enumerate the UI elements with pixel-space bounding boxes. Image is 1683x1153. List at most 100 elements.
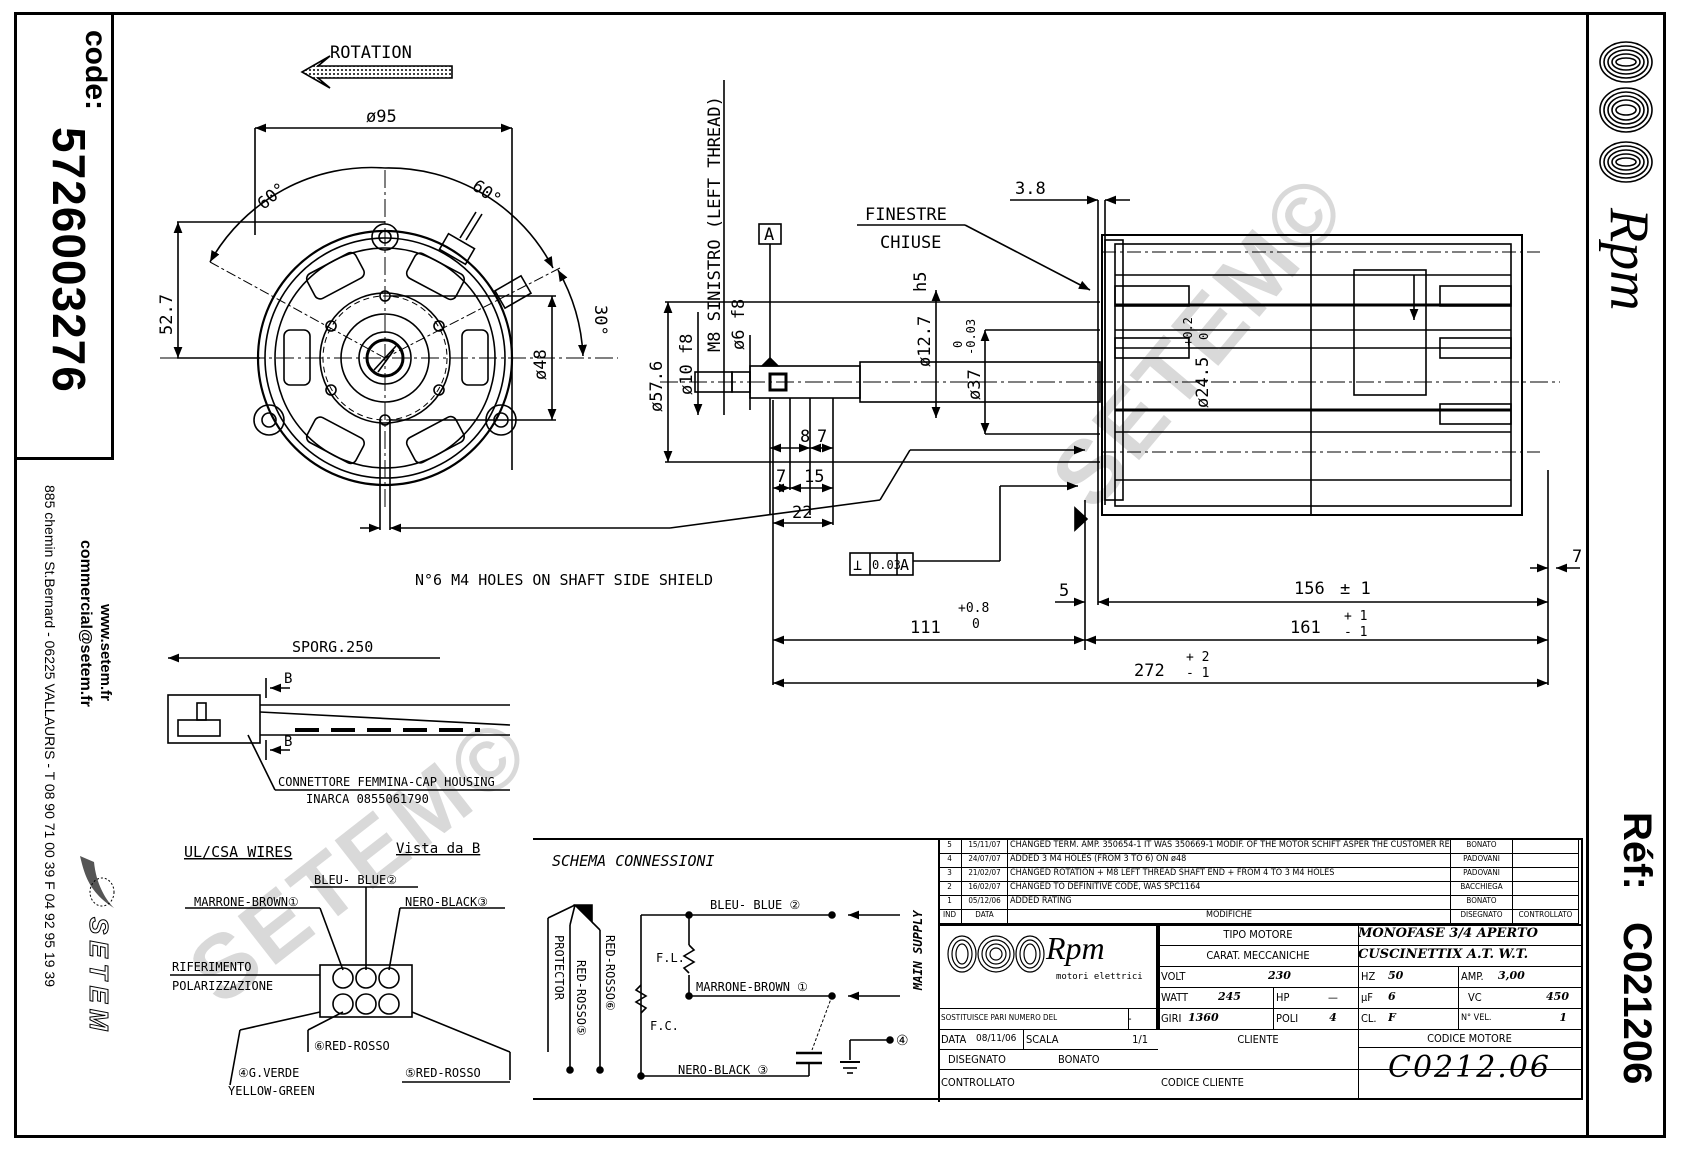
revision-cell-disegnato: BONATO [1451, 896, 1513, 910]
tol-111-top: +0.8 [958, 601, 989, 616]
wire-blue: BLEU- BLUE② [314, 873, 397, 887]
rotation-label: ROTATION [330, 43, 412, 63]
grid-line [938, 924, 1581, 926]
tol-111-bottom: 0 [972, 617, 980, 632]
revision-cell-controllato [1513, 882, 1579, 896]
drawing-frame [14, 12, 1666, 1138]
schema-red6: RED-ROSSO⑥ [603, 935, 617, 1011]
h5-label: h5 [911, 272, 931, 292]
connector-note-2: INARCA 0855061790 [306, 792, 429, 806]
tol-24-5-top: +0.2 [1181, 317, 1195, 346]
grid-line [1458, 966, 1459, 1029]
tipo-value: MONOFASE 3/4 APERTO [1358, 926, 1539, 941]
thread-note: M8 SINISTRO (LEFT THREAD) [705, 96, 725, 352]
wire-brown: MARRONE-BROWN① [194, 895, 299, 909]
grid-line [1358, 1047, 1581, 1048]
schema-earth: ④ [896, 1033, 909, 1049]
wire-red5: ⑤RED-ROSSO [405, 1066, 481, 1080]
disegnato-value: BONATO [1058, 1053, 1100, 1066]
tol-37-top: 0 [951, 341, 965, 348]
dim-15: 15 [804, 467, 824, 487]
left-sidebar: code: 5726003276 www.setem.fr commercial… [14, 12, 115, 1138]
controllato-label: CONTROLLATO [941, 1076, 1015, 1089]
dim-7a: 7 [817, 427, 827, 447]
wire-black: NERO-BLACK③ [405, 895, 488, 909]
grid-line [1023, 1029, 1024, 1049]
watt-label: WATT [1161, 991, 1188, 1004]
uf-value: 6 [1388, 990, 1396, 1003]
grid-line [1158, 966, 1581, 967]
cl-value: F [1388, 1011, 1396, 1024]
hp-label: HP [1276, 991, 1290, 1004]
uf-label: µF [1361, 991, 1373, 1004]
dim-22: 22 [792, 503, 812, 523]
amp-label: AMP. [1461, 970, 1484, 983]
revision-cell-controllato [1513, 896, 1579, 910]
tol-37-bottom: -0.03 [964, 319, 978, 355]
sporg-label: SPORG.250 [292, 638, 373, 656]
schema-brown: MARRONE-BROWN ① [696, 980, 808, 994]
tol-frame-datum: A [900, 556, 909, 574]
schema-red5: RED-ROSSO⑤ [574, 960, 588, 1036]
dim-161: 161 [1290, 618, 1321, 638]
wire-connector [170, 886, 511, 1086]
tol-24-5-bottom: 0 [1197, 333, 1211, 340]
revision-header-disegnato: DISEGNATO [1451, 910, 1513, 924]
nvel-label: N° VEL. [1461, 1013, 1492, 1023]
grid-line [1158, 924, 1160, 1030]
side-view [660, 80, 1580, 688]
tipo-label: TIPO MOTORE [1223, 928, 1293, 941]
dim-111: 111 [910, 618, 941, 638]
revision-cell-controllato [1513, 868, 1579, 882]
dim-12-7: ø12.7 [915, 316, 935, 367]
revision-cell-ind: 3 [938, 868, 962, 882]
wiring-schematic [547, 904, 900, 1080]
revision-cell-ind: 4 [938, 854, 962, 868]
grid-line [1273, 987, 1274, 1029]
revision-cell-ind: 2 [938, 882, 962, 896]
hz-label: HZ [1361, 970, 1376, 983]
rpm-logo-small-icon [947, 935, 1045, 973]
revision-cell-date: 16/02/07 [962, 882, 1008, 896]
tol-161-bottom: - 1 [1344, 625, 1367, 640]
wire-green: ④G.VERDE [238, 1066, 299, 1080]
datum-a: A [764, 225, 774, 245]
carat-value: CUSCINETTIX A.T. W.T. [1358, 947, 1529, 962]
giri-value: 1360 [1188, 1011, 1219, 1024]
wire-rif2: POLARIZZAZIONE [172, 979, 273, 993]
vc-value: 450 [1546, 990, 1569, 1003]
right-sidebar: Rpm Réf: C021206 [1586, 12, 1666, 1138]
schema-fc: F.C. [650, 1019, 679, 1033]
tol-156: ± 1 [1340, 579, 1371, 599]
grid-line [938, 840, 940, 1102]
revision-cell-disegnato: PADOVANI [1451, 868, 1513, 882]
revision-header-text: MODIFICHE [1008, 910, 1451, 924]
poli-label: POLI [1276, 1012, 1299, 1025]
dim-7-right: 7 [1572, 547, 1582, 567]
nvel-value: 1 [1559, 1011, 1567, 1024]
schema-main-supply: MAIN SUPPLY [911, 910, 925, 991]
section-b-top: B [284, 671, 292, 687]
dim-156: 156 [1294, 579, 1325, 599]
title-logo: Rpm motori elettrici [938, 924, 1158, 1030]
codice-cliente-label: CODICE CLIENTE [1161, 1076, 1244, 1089]
revision-cell-controllato [1513, 840, 1579, 854]
tolerance-frame: ⊥ 0.03 A [849, 552, 914, 576]
dim-5: 5 [1059, 581, 1069, 601]
holes-note: N°6 M4 HOLES ON SHAFT SIDE SHIELD [415, 571, 713, 589]
hz-value: 50 [1388, 969, 1404, 982]
connector-drawing [167, 653, 511, 791]
revision-cell-date: 24/07/07 [962, 854, 1008, 868]
grid-line [938, 1008, 1581, 1009]
tol-161-top: + 1 [1344, 609, 1367, 624]
grid-line [938, 1049, 1158, 1050]
revision-cell-date: 21/02/07 [962, 868, 1008, 882]
data-value: 08/11/06 [976, 1033, 1017, 1044]
grid-line [938, 1069, 1581, 1070]
schema-blue: BLEU- BLUE ② [710, 898, 800, 912]
grid-line [1158, 945, 1581, 946]
angle-30: 30° [590, 305, 610, 336]
schema-protector: PROTECTOR [552, 935, 566, 1001]
